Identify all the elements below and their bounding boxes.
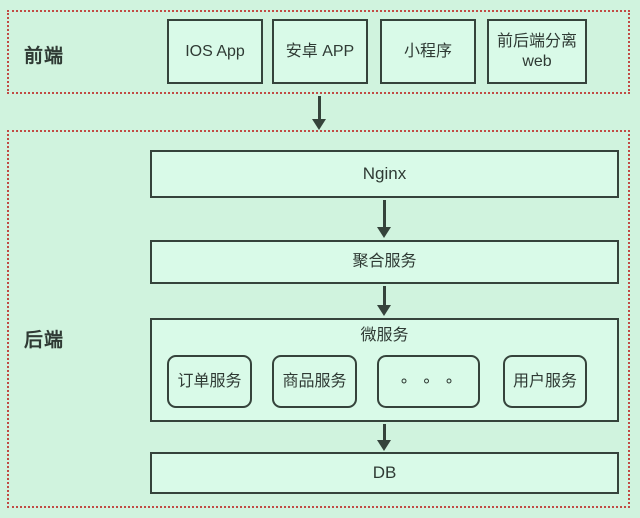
node-separated-web: 前后端分离 web [487, 19, 587, 84]
frontend-section-border [7, 10, 630, 94]
node-order-service-label: 订单服务 [177, 372, 242, 390]
node-user-service: 用户服务 [503, 355, 587, 408]
node-product-service: 商品服务 [272, 355, 357, 408]
arrow-head [377, 305, 391, 316]
arrow-shaft [382, 424, 386, 440]
arrow-head [312, 119, 326, 130]
node-user-service-label: 用户服务 [512, 372, 577, 390]
arrow-head [377, 227, 391, 238]
arrow-frontend-to-backend-icon [312, 96, 326, 130]
arrow-microservices-to-db-icon [377, 424, 391, 451]
node-nginx-label: Nginx [362, 164, 407, 184]
arrow-aggregation-to-microservices-icon [377, 286, 391, 316]
node-android-app-label: 安卓 APP [285, 42, 355, 60]
node-ios-app: IOS App [167, 19, 263, 84]
node-db-label: DB [372, 463, 397, 483]
frontend-section-label: 前端 [24, 46, 65, 67]
node-mini-program-label: 小程序 [403, 42, 452, 60]
node-mini-program: 小程序 [380, 19, 476, 84]
node-ios-app-label: IOS App [185, 42, 245, 60]
node-separated-web-label: 前后端分离 web [496, 32, 577, 70]
node-aggregation-service: 聚合服务 [150, 240, 619, 284]
node-product-service-label: 商品服务 [282, 372, 347, 390]
backend-section-border [7, 130, 630, 508]
node-ellipsis-service: ∘ ∘ ∘ [377, 355, 480, 408]
node-aggregation-service-label: 聚合服务 [352, 253, 417, 270]
arrow-nginx-to-aggregation-icon [377, 200, 391, 238]
backend-section-label: 后端 [24, 330, 65, 351]
node-order-service: 订单服务 [167, 355, 252, 408]
arrow-shaft [382, 286, 386, 305]
node-ellipsis-service-label: ∘ ∘ ∘ [399, 372, 458, 390]
arrow-shaft [317, 96, 321, 119]
arrow-shaft [382, 200, 386, 227]
node-microservices-label: 微服务 [360, 327, 409, 344]
node-android-app: 安卓 APP [272, 19, 368, 84]
node-db: DB [150, 452, 619, 494]
node-nginx: Nginx [150, 150, 619, 198]
arrow-head [377, 440, 391, 451]
